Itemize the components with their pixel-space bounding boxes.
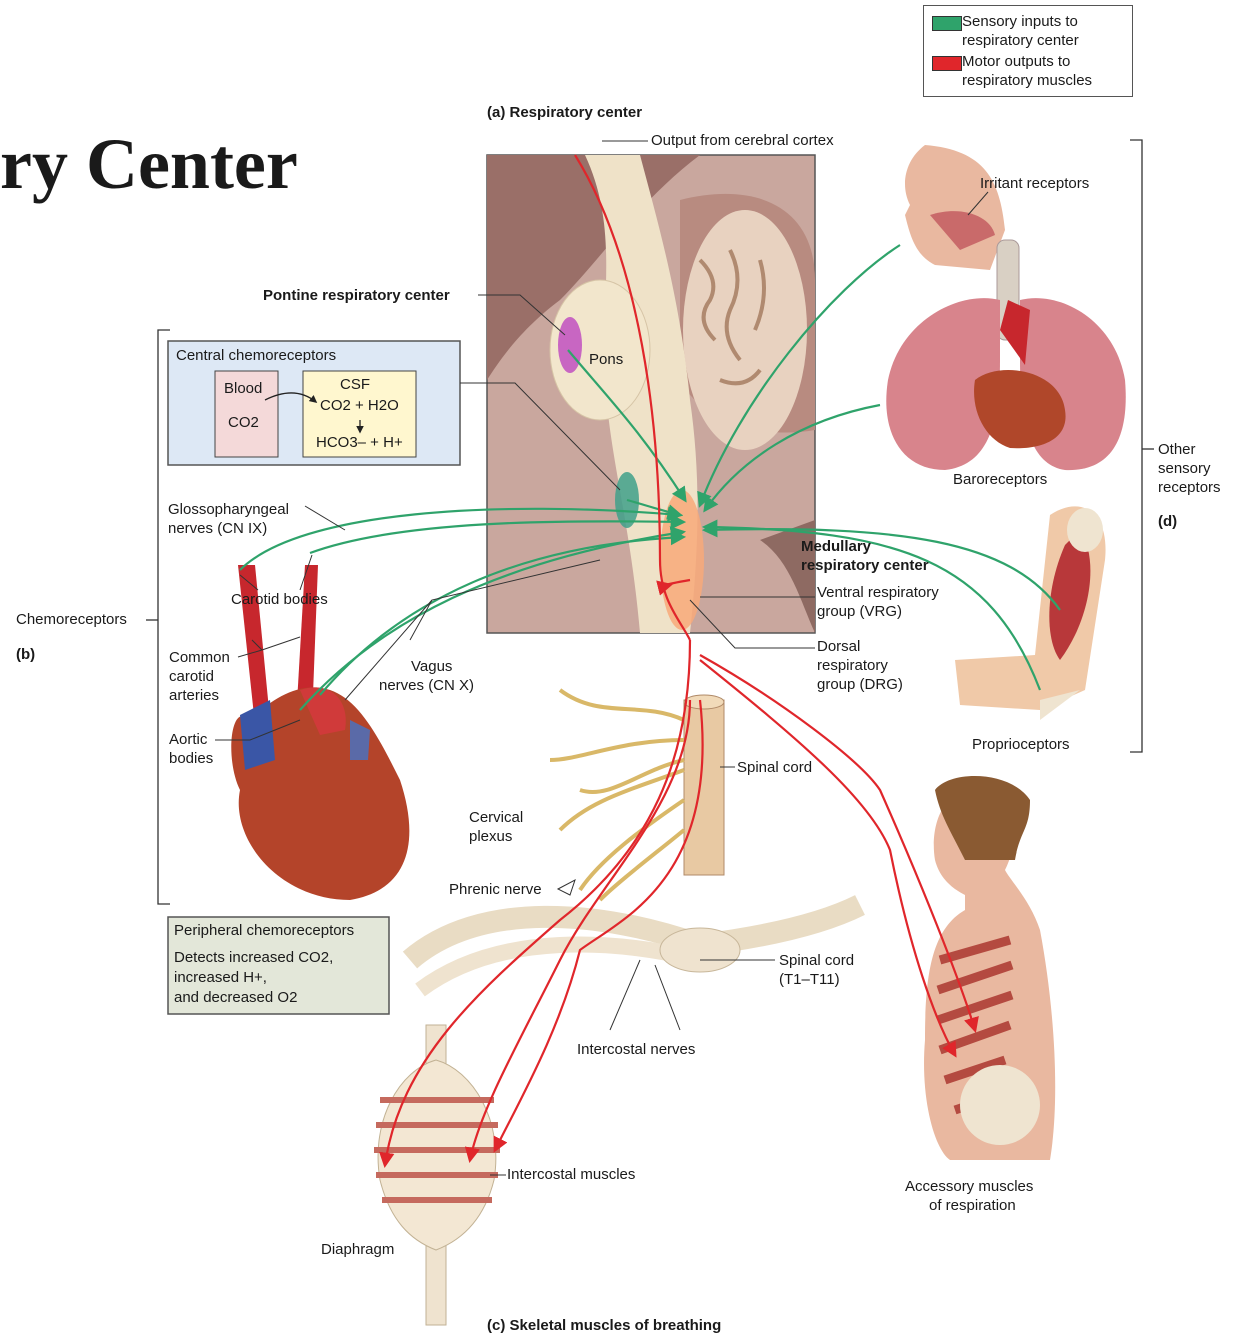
panel-b-label: (b) — [16, 645, 35, 664]
diaphragm-label: Diaphragm — [321, 1240, 394, 1259]
intercostal-muscles-label: Intercostal muscles — [507, 1165, 635, 1184]
output-cortex-label: Output from cerebral cortex — [651, 131, 834, 150]
drg-line3: group (DRG) — [817, 675, 903, 694]
medullary-center-line1: Medullary — [801, 537, 871, 556]
ribcage-illustration — [374, 1025, 500, 1325]
spinal-cord-label: Spinal cord — [737, 758, 812, 777]
peripheral-line-1: Detects increased CO2, — [174, 948, 333, 967]
aortic-line2: bodies — [169, 749, 213, 768]
other-sensory-line3: receptors — [1158, 478, 1221, 497]
central-chemoreceptors-title: Central chemoreceptors — [176, 346, 336, 365]
peripheral-line-3: and decreased O2 — [174, 988, 297, 1007]
blood-co2-label: CO2 — [228, 413, 259, 432]
head-lungs-illustration — [886, 145, 1125, 470]
spinal-cord-t-line1: Spinal cord — [779, 951, 854, 970]
carotid-bodies-label: Carotid bodies — [231, 590, 328, 609]
peripheral-chemoreceptors-title: Peripheral chemoreceptors — [174, 921, 354, 940]
cervical-plexus-line1: Cervical — [469, 808, 523, 827]
pons-label: Pons — [589, 350, 623, 369]
aortic-line1: Aortic — [169, 730, 207, 749]
intercostal-nerves-label: Intercostal nerves — [577, 1040, 695, 1059]
cervical-plexus-line2: plexus — [469, 827, 512, 846]
csf-label: CSF — [340, 375, 370, 394]
proprioceptors-label: Proprioceptors — [972, 735, 1070, 754]
vrg-line2: group (VRG) — [817, 602, 902, 621]
medullary-center-line2: respiratory center — [801, 556, 929, 575]
common-carotid-line2: carotid — [169, 667, 214, 686]
glossopharyngeal-line2: nerves (CN IX) — [168, 519, 267, 538]
panel-c-label: (c) Skeletal muscles of breathing — [487, 1316, 721, 1335]
phrenic-nerve-label: Phrenic nerve — [449, 880, 542, 899]
baroreceptors-label: Baroreceptors — [953, 470, 1047, 489]
common-carotid-line3: arteries — [169, 686, 219, 705]
torso-illustration — [924, 776, 1055, 1160]
accessory-line1: Accessory muscles — [905, 1177, 1033, 1196]
other-sensory-line2: sensory — [1158, 459, 1211, 478]
drg-line1: Dorsal — [817, 637, 860, 656]
irritant-receptors-label: Irritant receptors — [980, 174, 1089, 193]
pontine-center-label: Pontine respiratory center — [263, 286, 450, 305]
vagus-line2: nerves (CN X) — [379, 676, 474, 695]
spinal-cord-t-line2: (T1–T11) — [779, 970, 840, 989]
vagus-line1: Vagus — [411, 657, 452, 676]
peripheral-line-2: increased H+, — [174, 968, 267, 987]
csf-reaction-1: CO2 + H2O — [320, 396, 399, 415]
glossopharyngeal-line1: Glossopharyngeal — [168, 500, 289, 519]
chemoreceptors-label: Chemoreceptors — [16, 610, 127, 629]
panel-a-label: (a) Respiratory center — [487, 103, 642, 122]
panel-d-label: (d) — [1158, 512, 1177, 531]
drg-line2: respiratory — [817, 656, 888, 675]
vrg-line1: Ventral respiratory — [817, 583, 939, 602]
csf-reaction-2: HCO3– + H+ — [316, 433, 403, 452]
arm-illustration — [955, 506, 1106, 720]
brainstem-illustration — [487, 155, 815, 633]
other-sensory-line1: Other — [1158, 440, 1196, 459]
common-carotid-line1: Common — [169, 648, 230, 667]
heart-illustration — [231, 565, 409, 900]
blood-label: Blood — [224, 379, 262, 398]
accessory-line2: of respiration — [929, 1196, 1016, 1215]
